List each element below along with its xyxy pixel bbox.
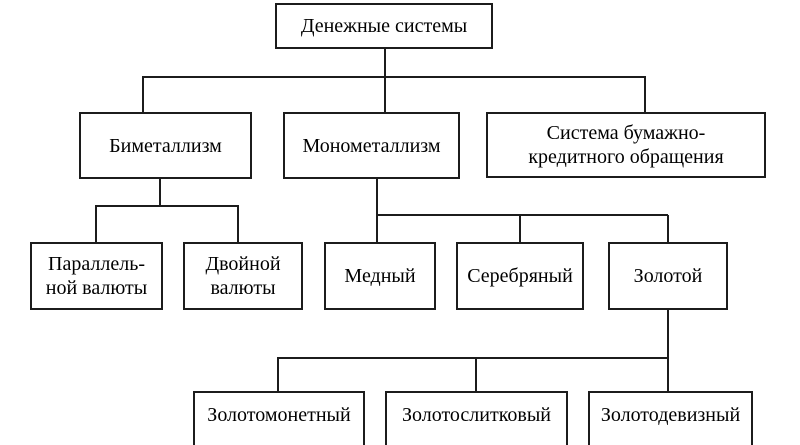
node-label: Параллель- <box>48 253 145 275</box>
node-double-currency: Двойной валюты <box>183 242 303 310</box>
node-label: Двойной <box>205 253 281 275</box>
node-gold-bullion: Золотослитковый <box>385 391 568 445</box>
node-label: валюты <box>210 277 276 299</box>
node-label: Медный <box>344 265 416 287</box>
node-label: Система бумажно- <box>546 122 706 144</box>
connector-monometallism-to-children <box>376 179 669 242</box>
node-monometallism: Монометаллизм <box>283 112 460 179</box>
node-label: кредитного обращения <box>528 146 724 168</box>
node-label: Золотой <box>633 265 703 287</box>
node-root: Денежные системы <box>275 3 493 49</box>
node-gold-exchange: Золотодевизный <box>588 391 753 445</box>
node-gold-coin: Золотомонетный <box>193 391 365 445</box>
node-parallel-currency: Параллель- ной валюты <box>30 242 163 310</box>
node-label: Монометаллизм <box>302 134 441 157</box>
node-paper-credit-system: Система бумажно- кредитного обращения <box>486 112 766 178</box>
node-bimetallism: Биметаллизм <box>79 112 252 179</box>
node-label: Золотослитковый <box>401 404 552 426</box>
connector-bimetallism-to-children <box>95 179 239 242</box>
node-gold: Золотой <box>608 242 728 310</box>
node-label: Серебряный <box>467 265 573 287</box>
node-label: Денежные системы <box>300 15 468 37</box>
node-label: Золотомонетный <box>207 404 351 426</box>
node-label: ной валюты <box>45 277 148 299</box>
node-silver: Серебряный <box>456 242 584 310</box>
node-label: Биметаллизм <box>109 134 222 157</box>
connector-gold-to-children <box>277 310 669 391</box>
node-copper: Медный <box>324 242 436 310</box>
node-label: Золотодевизный <box>600 404 741 426</box>
connector-root-to-level2 <box>142 49 646 112</box>
